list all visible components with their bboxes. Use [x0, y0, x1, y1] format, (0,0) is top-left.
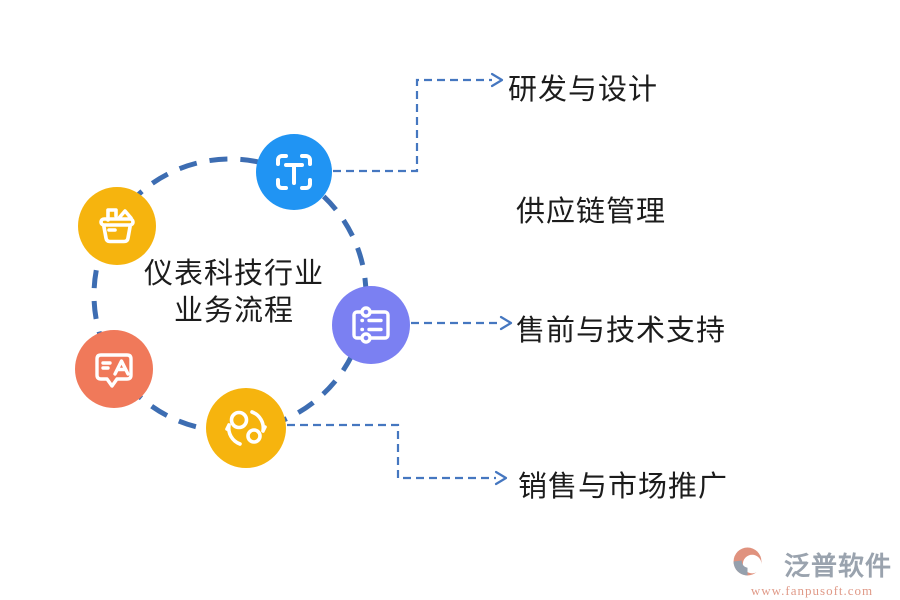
watermark: 泛普软件 www.fanpusoft.com — [732, 546, 892, 599]
connector-rd-design — [333, 72, 504, 173]
shopping-basket-icon — [78, 187, 156, 265]
arrowhead-icon — [490, 72, 504, 88]
connector-presales — [411, 315, 513, 331]
step-label-sales-marketing: 销售与市场推广 — [518, 471, 729, 503]
connector-sales — [287, 423, 508, 486]
watermark-url: www.fanpusoft.com — [750, 583, 874, 598]
diagram-title-line1: 仪表科技行业 — [143, 258, 324, 290]
translate-chat-icon — [75, 330, 153, 408]
diagram-title-line2: 业务流程 — [173, 295, 294, 327]
arrowhead-icon — [494, 470, 508, 486]
step-label-rd-design: 研发与设计 — [508, 74, 659, 106]
diagram-title: 仪表科技行业 业务流程 — [93, 256, 375, 330]
arrowhead-icon — [499, 315, 513, 331]
ticket-list-icon — [332, 286, 410, 364]
sync-dots-icon — [206, 388, 286, 468]
step-label-supply-chain: 供应链管理 — [516, 196, 667, 228]
step-label-presales-support: 售前与技术支持 — [516, 315, 727, 347]
fanpu-logo-icon — [733, 547, 762, 576]
text-scan-icon — [256, 134, 332, 210]
watermark-brand: 泛普软件 — [783, 552, 892, 581]
